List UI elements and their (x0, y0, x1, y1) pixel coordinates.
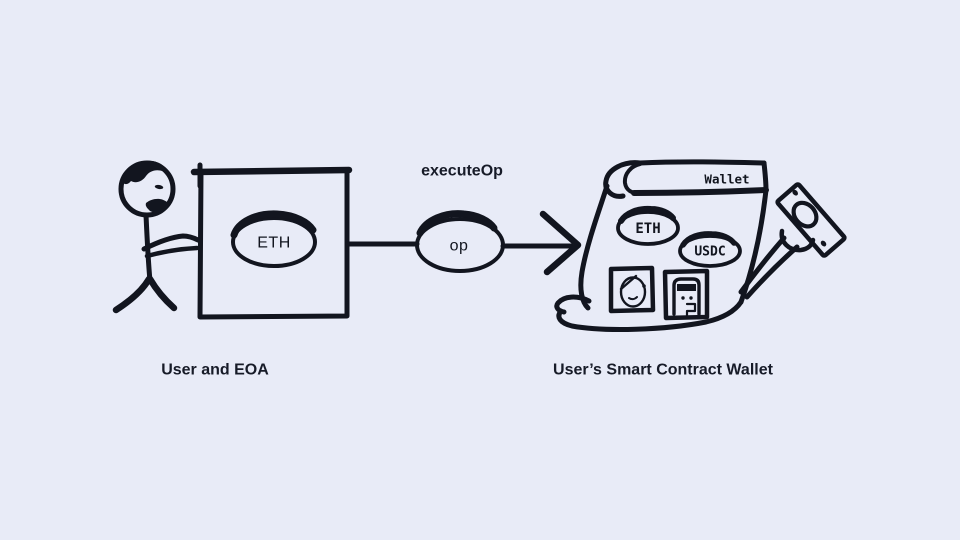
bill-outline (775, 182, 847, 258)
top-curl-outer (603, 160, 643, 199)
header-top-edge (637, 159, 767, 166)
eoa-eth-ellipse: ETH (230, 210, 317, 268)
box-top-stroke (190, 166, 353, 176)
wallet-scroll-icon: Wallet ETH USDC (554, 159, 769, 332)
eoa-caption: User and EOA (161, 362, 269, 379)
hair-band (677, 284, 696, 291)
eye-dot-right (689, 296, 693, 300)
money-bill-icon (775, 182, 847, 258)
left-edge (578, 183, 610, 311)
op-ellipse: op (415, 210, 505, 273)
arrow-head (539, 210, 582, 276)
wallet-usdc-label: USDC (694, 245, 725, 260)
bill-corner-mark-left (792, 189, 798, 196)
hair-line (619, 274, 638, 291)
mouth (145, 198, 168, 213)
header-right-edge (761, 160, 769, 193)
leg-left (112, 275, 153, 314)
flow-arrow: op (345, 210, 582, 276)
wallet-title: Wallet (704, 172, 749, 187)
ellipse-ink-accent (416, 210, 498, 237)
eye-dot (642, 284, 646, 288)
execute-op-label: executeOp (421, 163, 503, 180)
arm-upper (141, 233, 201, 252)
ellipse-ink-accent (618, 205, 676, 224)
eye (154, 184, 164, 190)
square-face-portrait-icon (662, 268, 710, 321)
header-bottom-edge (631, 187, 769, 196)
ellipse-ink-accent (680, 231, 737, 248)
eoa-eth-label: ETH (257, 235, 291, 252)
wallet-eth-ellipse: ETH (616, 205, 680, 246)
leg-right (146, 275, 178, 312)
eye-dot-left (681, 296, 685, 300)
wallet-usdc-ellipse: USDC (678, 231, 742, 268)
bill-corner-mark-right (820, 240, 827, 247)
portrait-frame (662, 268, 710, 321)
face (619, 276, 647, 308)
square-head (672, 277, 701, 316)
portrait-frame (608, 265, 656, 314)
wallet-caption: User’s Smart Contract Wallet (553, 362, 774, 379)
top-curl-inner (622, 162, 642, 195)
eoa-box: ETH (190, 162, 353, 320)
stick-figure-icon (112, 160, 201, 314)
person-portrait-icon (608, 265, 656, 314)
arm-lower (144, 245, 200, 259)
bottom-edge (556, 299, 744, 332)
bill-oval (791, 200, 819, 229)
wallet-eth-label: ETH (635, 221, 660, 237)
mouth-shape (685, 302, 697, 318)
hair (123, 160, 169, 185)
mouth-line (628, 296, 638, 301)
ellipse-ink-accent (230, 210, 317, 239)
op-label: op (450, 238, 469, 255)
